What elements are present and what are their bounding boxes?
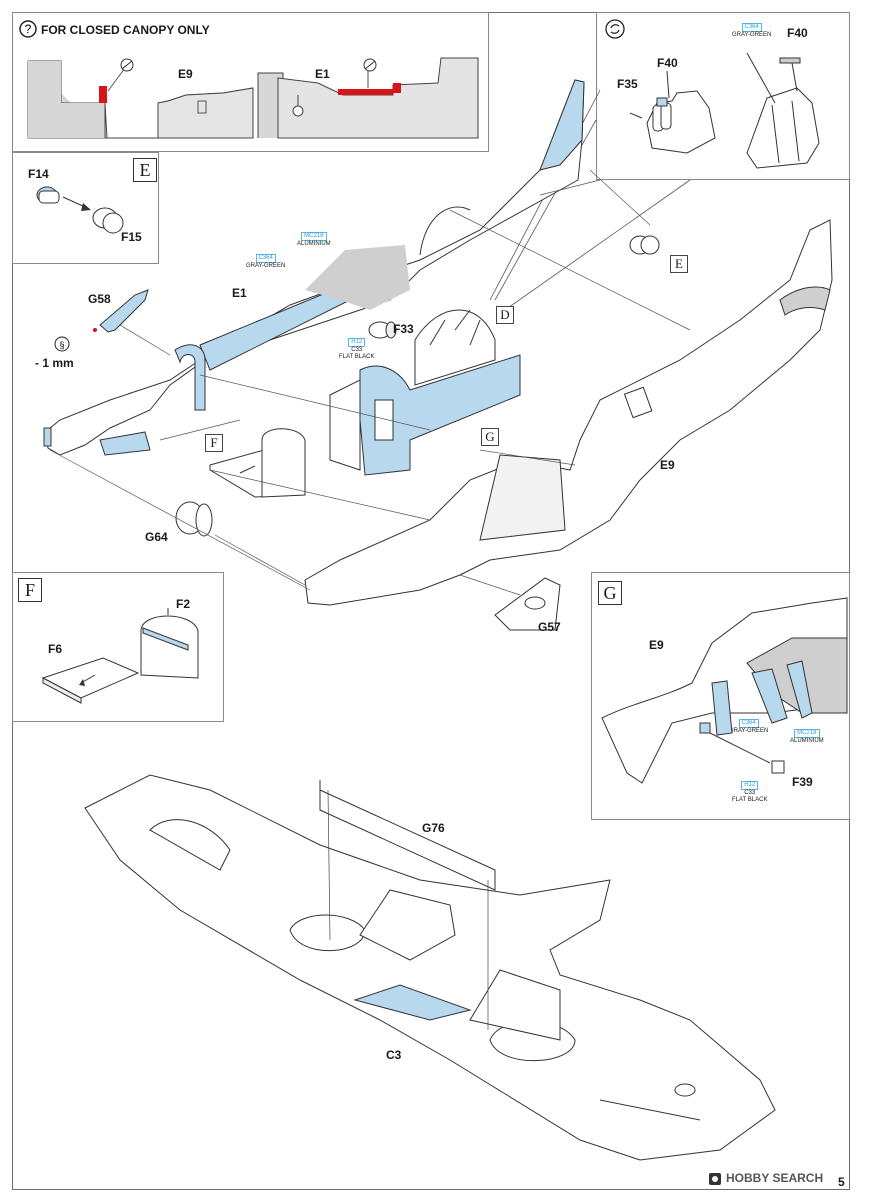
inset-g-letter: G [598,581,622,605]
closed-canopy-right-label: E1 [315,67,330,81]
inset-e-drawing [36,186,124,234]
subassembly-e: E [670,255,688,273]
label-e9: E9 [660,458,675,472]
top-right-f40-b: F40 [787,26,808,40]
drill-size: - 1 mm [35,356,74,370]
subassembly-d: D [496,306,514,324]
label-g57: G57 [538,620,561,634]
top-right-f40-a: F40 [657,56,678,70]
svg-text:?: ? [25,22,32,36]
watermark: HOBBY SEARCH [726,1171,824,1185]
hobby-search-logo-icon [709,1173,721,1185]
inset-g-drawing [601,597,848,784]
rotate-icon [605,19,625,39]
subassembly-f: F [205,434,223,452]
inset-f-letter: F [18,578,42,602]
drill-icon: § [54,336,70,352]
closed-canopy-left-label: E9 [178,67,193,81]
inset-e-box: E F14 F15 [12,152,159,264]
help-icon: ? [19,20,37,38]
inset-f-box: F F2 F6 [12,572,224,722]
top-right-seat-right [746,52,820,169]
closed-canopy-right-diagram [277,57,479,139]
label-f33: F33 [393,322,414,336]
svg-text:§: § [59,340,64,350]
inset-g-f39: F39 [792,775,813,789]
inset-g-e9: E9 [649,638,664,652]
closed-canopy-title: FOR CLOSED CANOPY ONLY [41,23,210,37]
subassembly-g: G [481,428,499,446]
wing-g76: G76 [422,821,445,835]
top-right-seat-left [629,70,716,154]
inset-f-drawing [41,608,199,704]
top-right-f35: F35 [617,77,638,91]
wing-c3: C3 [386,1048,402,1062]
inset-f-f6: F6 [48,642,63,656]
label-g64: G64 [145,530,168,544]
page-number: 5 [838,1175,845,1189]
label-e1: E1 [232,286,247,300]
label-g58: G58 [88,292,111,306]
closed-canopy-left-diagram [27,58,284,139]
closed-canopy-box: ? FOR CLOSED CANOPY ONLY E9 E1 [12,12,489,152]
inset-e-f15: F15 [121,230,142,244]
inset-f-f2: F2 [176,597,191,611]
inset-e-letter: E [133,158,157,182]
inset-e-f14: F14 [28,167,49,181]
